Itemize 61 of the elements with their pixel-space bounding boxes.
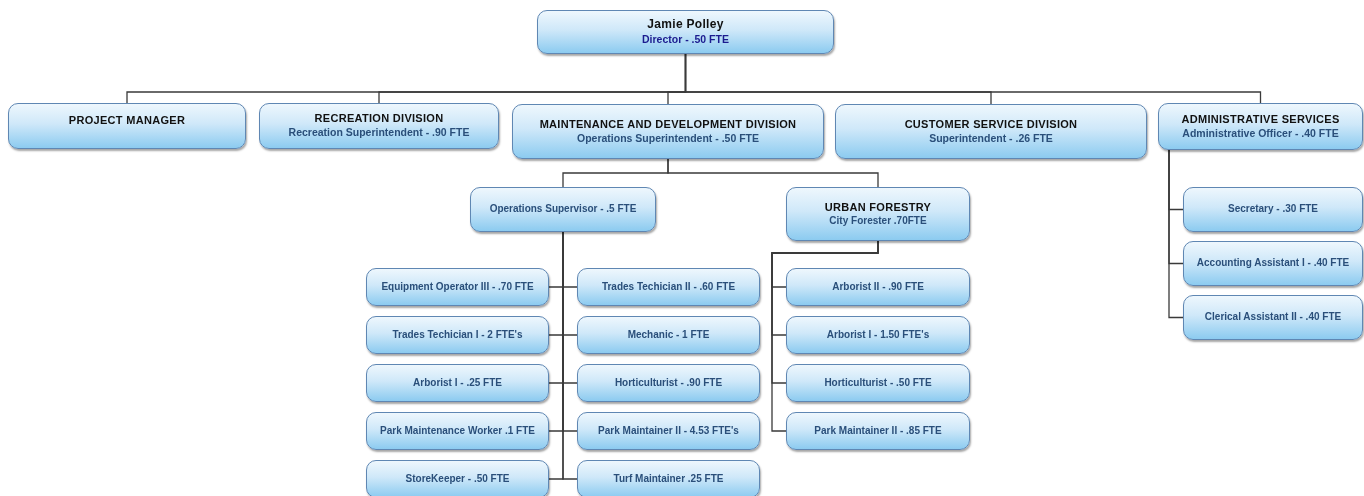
position-box [366,268,549,306]
position-label: City Forester .70FTE [829,214,927,226]
connector-line [562,231,578,480]
position-title: MAINTENANCE AND DEVELOPMENT DIVISION [539,117,797,130]
position-box [577,316,760,354]
position-box [1158,103,1363,150]
position-title: Jamie Polley [647,17,724,31]
position-box [1183,187,1363,232]
position-title: CUSTOMER SERVICE DIVISION [904,117,1078,130]
position-label: Park Maintainer II - 4.53 FTE's [598,424,739,436]
position-box [1183,295,1363,340]
position-label: Operations Supervisor - .5 FTE [489,203,637,214]
position-box [577,364,760,402]
position-box [1183,241,1363,286]
position-label: Accounting Assistant I - .40 FTE [1196,257,1350,268]
position-label: Turf Maintainer .25 FTE [613,472,724,484]
position-label: Secretary - .30 FTE [1227,203,1318,214]
connector-line [1168,149,1184,319]
position-label: Park Maintenance Worker .1 FTE [380,424,535,436]
position-box [366,460,549,496]
position-label: Clerical Assistant II - .40 FTE [1204,311,1342,322]
position-box [366,412,549,450]
position-box [835,104,1147,159]
position-label: StoreKeeper - .50 FTE [405,472,510,484]
position-label: Trades Techician II - .60 FTE [601,280,736,292]
position-box [786,268,970,306]
position-box [577,268,760,306]
position-box [366,316,549,354]
position-label: Director - .50 FTE [642,33,729,45]
position-box [537,10,834,54]
position-label: Mechanic - 1 FTE [627,328,710,340]
position-title: ADMINISTRATIVE SERVICES [1181,112,1340,125]
connector-line [771,240,879,432]
position-label: Arborist I - .25 FTE [413,376,502,388]
position-label: Arborist II - .90 FTE [832,280,924,292]
position-label: Trades Techician I - 2 FTE's [392,328,523,340]
position-label: Equipment Operator III - .70 FTE [381,280,534,292]
position-box [8,103,246,149]
position-label: Arborist I - 1.50 FTE's [826,328,930,340]
position-box [470,187,656,232]
position-box [512,104,824,159]
position-box [786,364,970,402]
connector-line [667,158,879,188]
position-label: Horticulturist - .90 FTE [614,376,723,388]
position-box [577,460,760,496]
position-title: RECREATION DIVISION [314,112,444,124]
position-label: Recreation Superintendent - .90 FTE [288,126,470,138]
position-label: Horticulturist - .50 FTE [824,376,932,388]
position-box [259,103,499,149]
connector-line [684,53,1262,104]
position-box [786,412,970,450]
position-label: Operations Superintendent - .50 FTE [577,131,759,144]
position-box [786,316,970,354]
position-title: PROJECT MANAGER [68,114,186,126]
position-box [577,412,760,450]
position-label: Administrative Officer - .40 FTE [1182,126,1339,139]
position-label: Park Maintainer II - .85 FTE [814,424,942,436]
position-box [366,364,549,402]
position-box [786,187,970,241]
position-title: URBAN FORESTRY [824,200,932,213]
position-label: Superintendent - .26 FTE [929,131,1053,144]
